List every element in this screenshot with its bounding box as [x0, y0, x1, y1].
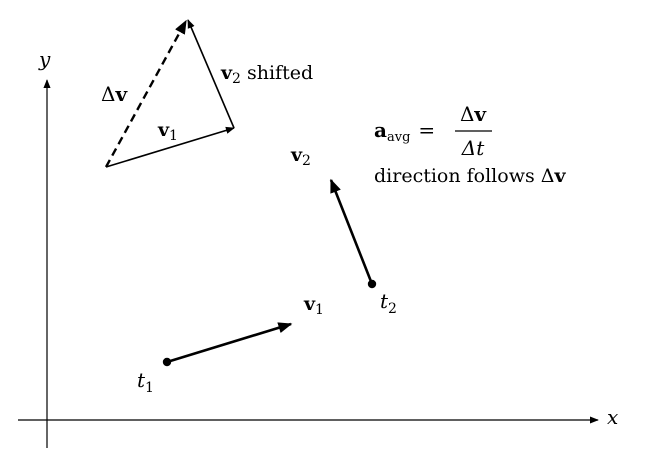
triangle-v1-arrow — [105, 126, 235, 168]
formula-numerator: Δv — [460, 102, 487, 126]
direction-note: direction follows Δv — [374, 165, 567, 187]
label-delta-v: Δv — [101, 82, 128, 106]
formula-lhs: aavg= — [374, 118, 435, 145]
point-t1 — [162, 357, 172, 367]
label-v2: v2 — [290, 144, 311, 169]
y-axis-label: y — [38, 47, 51, 71]
x-axis-label: x — [607, 405, 618, 429]
label-t1: t1 — [137, 368, 154, 396]
acceleration-formula: aavg= Δv Δt direction follows Δv — [374, 102, 567, 187]
triangle-v2-shifted-arrow — [187, 19, 235, 129]
vector-v1-arrow — [166, 322, 293, 364]
formula-denominator: Δt — [461, 136, 485, 160]
vector-v2-arrow — [329, 178, 374, 285]
point-t2 — [367, 279, 377, 289]
label-v1: v1 — [303, 293, 324, 318]
label-triangle-v1: v1 — [157, 119, 178, 144]
delta-v-dashed-arrow — [104, 19, 188, 168]
label-t2: t2 — [380, 289, 397, 317]
